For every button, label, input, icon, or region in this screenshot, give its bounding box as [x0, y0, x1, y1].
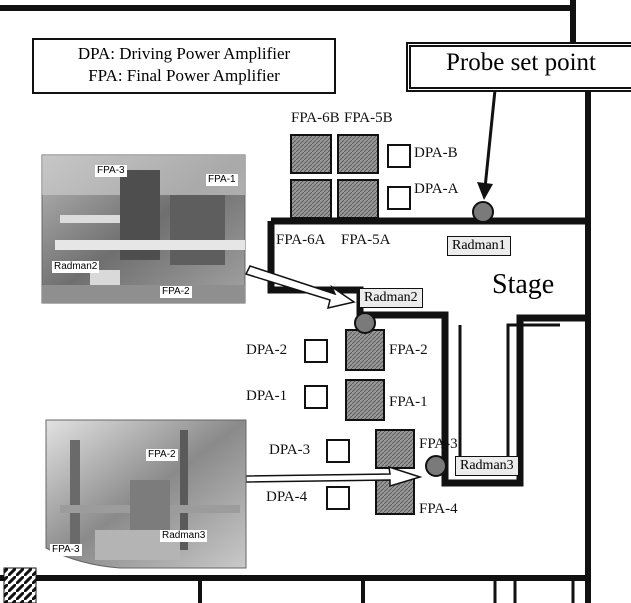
dpa-2-block	[304, 339, 328, 363]
photo-top-arrow	[244, 265, 356, 310]
radman3-tag: Radman3	[455, 456, 519, 476]
fpa-6a-block	[290, 179, 332, 219]
photo-bottom-fpa-3-label: FPA-3	[50, 544, 82, 556]
photo-top-fpa-1-label: FPA-1	[206, 174, 238, 186]
photo-top	[41, 154, 246, 304]
photo-top-fpa-2-label: FPA-2	[160, 286, 192, 298]
fpa-5b-label: FPA-5B	[344, 110, 393, 126]
dpa-3-label: DPA-3	[269, 442, 311, 458]
fpa-5a-block	[337, 179, 379, 219]
dpa-b-label: DPA-B	[414, 145, 458, 161]
radman3-dot	[425, 455, 447, 477]
fpa-6b-block	[290, 134, 332, 174]
probe-set-point-box: Probe set point	[406, 42, 631, 92]
stage-inner-line	[458, 323, 560, 470]
fpa-blocks	[290, 134, 415, 515]
photo-top-radman2-label: Radman2	[52, 261, 100, 273]
probe-set-point-label: Probe set point	[446, 49, 596, 76]
fpa-2-block	[345, 329, 385, 371]
dpa-1-label: DPA-1	[246, 388, 288, 404]
fpa-5b-block	[337, 134, 379, 174]
dpa-a-block	[387, 186, 411, 210]
fpa-6b-label: FPA-6B	[291, 110, 340, 126]
dpa-blocks	[304, 144, 411, 510]
fpa-1-block	[345, 379, 385, 421]
dpa-1-block	[304, 385, 328, 409]
outer-walls	[0, 0, 591, 603]
legend-dpa: DPA: Driving Power Amplifier	[77, 44, 291, 63]
photo-bottom-radman3-label: Radman3	[160, 530, 208, 542]
stage-label: Stage	[492, 269, 555, 300]
fpa-5a-label: FPA-5A	[341, 232, 391, 248]
fpa-3-block	[375, 429, 415, 469]
dpa-4-block	[326, 486, 350, 510]
photo-top-fpa-3-label: FPA-3	[95, 165, 127, 177]
radman1-tag: Radman1	[447, 236, 511, 256]
radman2-tag: Radman2	[359, 288, 423, 308]
radman2-dot	[354, 312, 376, 334]
dpa-a-label: DPA-A	[414, 181, 459, 197]
radman1-dot	[472, 201, 494, 223]
dpa-2-label: DPA-2	[246, 342, 288, 358]
fpa-4-label: FPA-4	[419, 501, 458, 517]
probe-arrow	[477, 89, 497, 200]
fpa-2-label: FPA-2	[389, 342, 428, 358]
radman-dots	[354, 201, 494, 477]
photo-bottom-fpa-2-label: FPA-2	[146, 449, 178, 461]
legend-box: DPA: Driving Power Amplifier FPA: Final …	[32, 38, 336, 94]
fpa-3-label: FPA-3	[419, 436, 458, 452]
photo-arrows	[244, 265, 423, 488]
photo-bottom-arrow	[245, 465, 423, 488]
dpa-4-label: DPA-4	[266, 489, 308, 505]
fpa-1-label: FPA-1	[389, 394, 428, 410]
dpa-3-block	[326, 439, 350, 463]
dpa-b-block	[387, 144, 411, 168]
legend-fpa: FPA: Final Power Amplifier	[88, 66, 280, 85]
bottom-structures	[3, 567, 575, 603]
fpa-6a-label: FPA-6A	[276, 232, 326, 248]
